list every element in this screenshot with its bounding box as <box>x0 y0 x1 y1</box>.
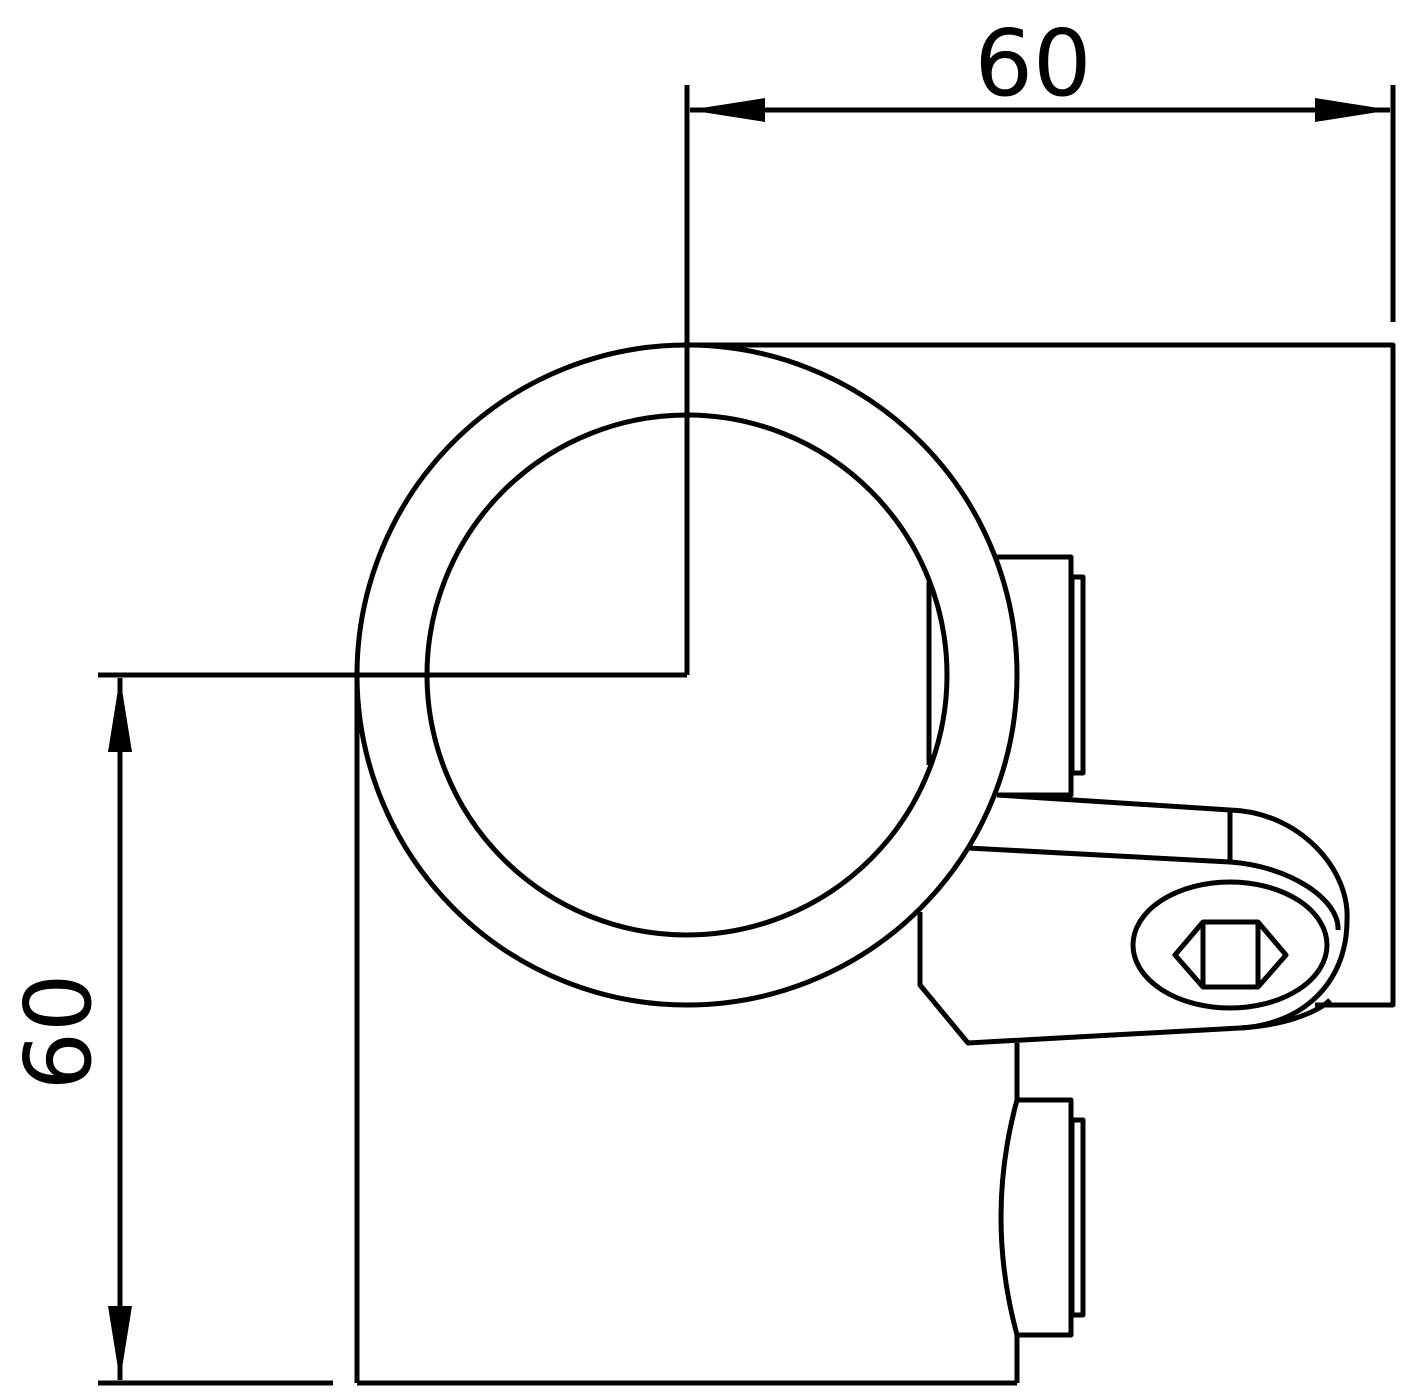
dimension-left: 60 <box>5 677 333 1386</box>
arrow-down-icon <box>108 1306 132 1381</box>
arrow-up-icon <box>108 677 132 752</box>
right-extent-box <box>687 342 1396 1008</box>
fitting-body <box>354 675 1020 1386</box>
dimension-left-label: 60 <box>5 973 112 1090</box>
lower-set-screw <box>998 1097 1086 1338</box>
arrow-right-icon <box>1315 98 1391 122</box>
upper-set-screw <box>997 554 1086 798</box>
dimension-top: 60 <box>98 10 1396 678</box>
arrow-left-icon <box>689 98 765 122</box>
bolt-head-ellipse <box>1130 879 1330 1011</box>
hex-socket-icon <box>1172 919 1289 990</box>
clamp-arm <box>917 792 1350 1046</box>
dimension-top-label: 60 <box>974 10 1091 117</box>
